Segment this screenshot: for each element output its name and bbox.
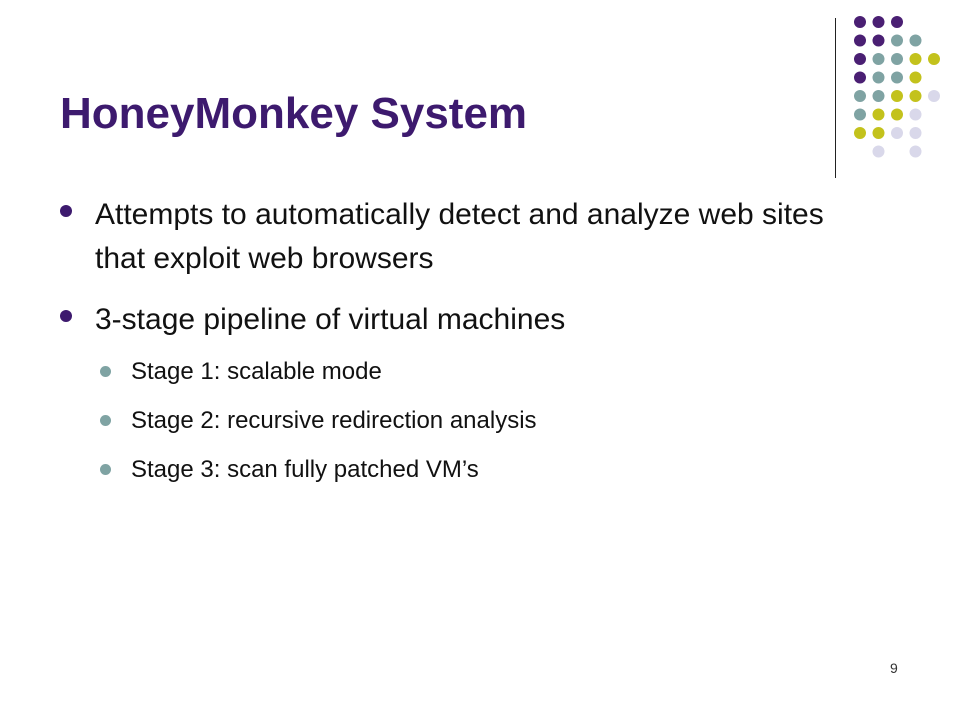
decorative-dot-lavender	[909, 127, 922, 139]
sub-bullet-dot-icon	[100, 366, 111, 377]
sub-bullet-dot-icon	[100, 464, 111, 475]
decorative-dot-yellow	[854, 127, 866, 139]
sub-bullet-dot-icon	[100, 415, 111, 426]
decorative-dot-yellow	[909, 71, 922, 84]
decorative-dot-teal	[909, 34, 922, 47]
decorative-dot-lavender	[928, 90, 940, 102]
decorative-dot-yellow	[909, 53, 922, 65]
decorative-dot-yellow	[909, 90, 922, 102]
bullet-item: Attempts to automatically detect and ana…	[60, 193, 855, 281]
decorative-dot-yellow	[928, 53, 940, 65]
decorative-dot-teal	[872, 90, 885, 102]
decorative-dot-purple	[854, 71, 866, 84]
decorative-dot-purple	[891, 16, 903, 28]
decorative-dot-teal	[891, 71, 903, 84]
decorative-dot-lavender	[872, 145, 885, 158]
sub-bullet-item: Stage 3: scan fully patched VM’s	[100, 455, 479, 485]
decorative-dot-yellow	[872, 108, 885, 121]
decorative-dot-yellow	[891, 90, 903, 102]
bullet-text: Attempts to automatically detect and ana…	[95, 198, 824, 275]
decorative-dot-lavender	[909, 108, 922, 121]
decorative-dot-lavender	[891, 127, 903, 139]
sub-bullet-item: Stage 2: recursive redirection analysis	[100, 406, 537, 436]
bullet-item: 3-stage pipeline of virtual machines	[60, 298, 855, 342]
sub-bullet-text: Stage 3: scan fully patched VM’s	[131, 456, 479, 483]
decorative-dot-teal	[854, 108, 866, 121]
decorative-dot-teal	[891, 53, 903, 65]
decorative-dot-lavender	[909, 145, 922, 158]
decorative-dot-teal	[891, 34, 903, 47]
decorative-dot-purple	[854, 16, 866, 28]
decorative-dot-yellow	[872, 127, 885, 139]
decorative-dot-teal	[854, 90, 866, 102]
sub-bullet-item: Stage 1: scalable mode	[100, 357, 382, 387]
decorative-dot-teal	[872, 53, 885, 65]
slide-title: HoneyMonkey System	[60, 89, 528, 138]
page-number: 9	[890, 660, 898, 676]
decorative-dot-yellow	[891, 108, 903, 121]
title-divider-line	[835, 18, 836, 178]
decorative-dot-teal	[872, 71, 885, 84]
decorative-dot-purple	[854, 34, 866, 47]
bullet-text: 3-stage pipeline of virtual machines	[95, 303, 566, 336]
decorative-dot-purple	[872, 34, 885, 47]
bullet-dot-icon	[60, 310, 72, 322]
decorative-dot-purple	[872, 16, 885, 28]
decorative-dot-purple	[854, 53, 866, 65]
sub-bullet-text: Stage 2: recursive redirection analysis	[131, 407, 537, 434]
bullet-dot-icon	[60, 205, 72, 217]
sub-bullet-text: Stage 1: scalable mode	[131, 358, 382, 385]
